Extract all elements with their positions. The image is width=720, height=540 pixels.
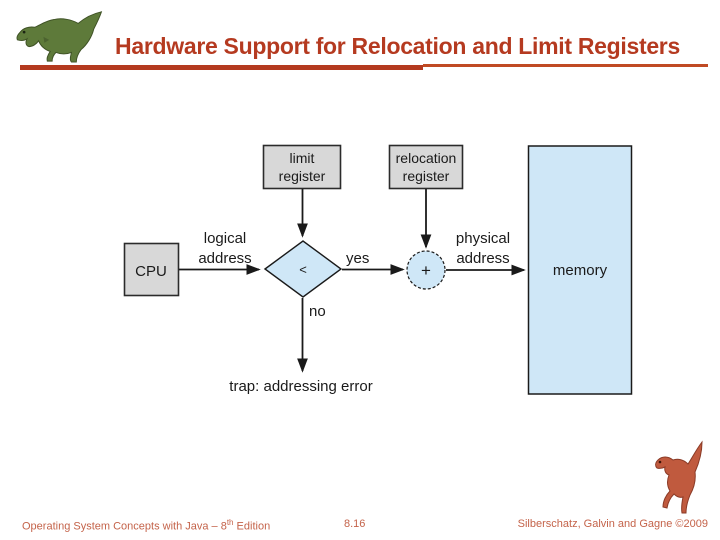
- memory-label: memory: [553, 262, 608, 279]
- trap-label: trap: addressing error: [229, 378, 372, 395]
- slide-title: Hardware Support for Relocation and Limi…: [115, 33, 680, 59]
- green-dinosaur-icon: [16, 11, 103, 63]
- memory-box: [527, 145, 633, 395]
- red-dinosaur-icon: [655, 440, 703, 514]
- logical-address-label-line1: logical: [204, 230, 247, 247]
- title-underline-left: [20, 65, 423, 70]
- comparator-symbol: <: [299, 262, 307, 277]
- physical-address-label-line2: address: [456, 250, 509, 267]
- footer-edition-main: Operating System Concepts with Java – 8: [22, 520, 227, 533]
- limit-register-label-line1: limit: [290, 150, 315, 166]
- logical-address-label-line2: address: [198, 250, 251, 267]
- limit-register-box: [262, 144, 342, 190]
- adder-circle: [406, 250, 446, 290]
- title-underline-right: [423, 64, 708, 67]
- green-dinosaur-body: [16, 11, 103, 63]
- relocation-register-label-line1: relocation: [396, 150, 457, 166]
- footer-edition-text: Operating System Concepts with Java – 8t…: [22, 518, 270, 533]
- green-dinosaur-arm: [43, 36, 50, 43]
- comparator-diamond: [263, 240, 343, 298]
- physical-address-label-line1: physical: [456, 230, 510, 247]
- relocation-register-box: [388, 144, 464, 190]
- green-dinosaur-eye: [22, 30, 26, 34]
- cpu-label: CPU: [135, 263, 167, 280]
- red-dinosaur-eye: [658, 460, 662, 464]
- footer-edition-tail: Edition: [233, 520, 271, 533]
- footer-edition-superscript: th: [226, 518, 234, 527]
- no-label: no: [309, 303, 326, 320]
- red-dinosaur-body: [655, 440, 703, 514]
- relocation-register-label-line2: register: [403, 168, 450, 184]
- page-number: 8.16: [344, 518, 366, 530]
- limit-register-label-line2: register: [279, 168, 326, 184]
- yes-label: yes: [346, 250, 369, 267]
- adder-symbol: +: [421, 261, 431, 280]
- cpu-box: [123, 242, 180, 297]
- footer-authors-text: Silberschatz, Galvin and Gagne ©2009: [517, 518, 708, 530]
